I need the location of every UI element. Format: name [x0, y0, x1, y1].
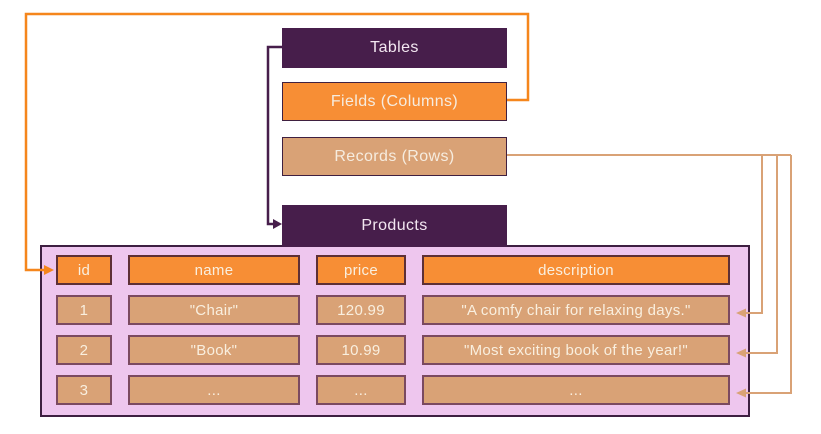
row1-cell-name: "Chair"	[128, 295, 300, 325]
products-table-panel: id name price description 1 "Chair" 120.…	[40, 245, 750, 417]
header-cell-description: description	[422, 255, 730, 285]
header-cell-id: id	[56, 255, 112, 285]
row3-cell-name: ...	[128, 375, 300, 405]
fields-columns-box: Fields (Columns)	[282, 82, 507, 121]
row3-cell-description: ...	[422, 375, 730, 405]
row2-cell-name: "Book"	[128, 335, 300, 365]
records-rows-box: Records (Rows)	[282, 137, 507, 176]
row1-cell-description: "A comfy chair for relaxing days."	[422, 295, 730, 325]
row2-cell-id: 2	[56, 335, 112, 365]
tables-to-products-arrow	[266, 45, 282, 229]
row1-cell-price: 120.99	[316, 295, 406, 325]
row3-cell-id: 3	[56, 375, 112, 405]
tables-box: Tables	[282, 28, 507, 68]
row2-cell-price: 10.99	[316, 335, 406, 365]
row3-cell-price: ...	[316, 375, 406, 405]
products-table-title-box: Products	[282, 205, 507, 247]
row2-cell-description: "Most exciting book of the year!"	[422, 335, 730, 365]
row1-cell-id: 1	[56, 295, 112, 325]
header-cell-price: price	[316, 255, 406, 285]
header-cell-name: name	[128, 255, 300, 285]
